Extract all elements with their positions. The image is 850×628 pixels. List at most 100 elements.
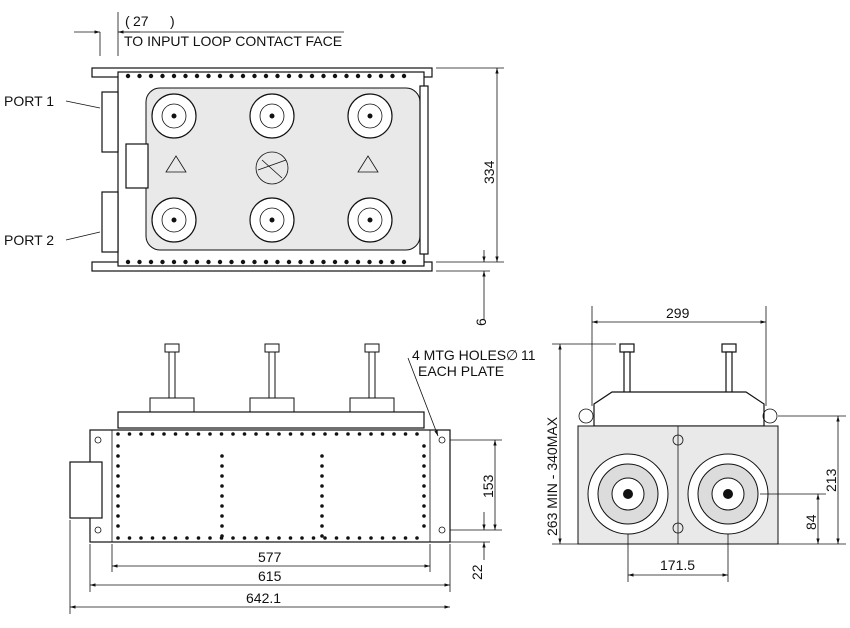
mtg-hole-bl [94, 526, 102, 534]
front-view: 4 MTG HOLES ∅ 11 EACH PLATE 153 22 577 6… [69, 343, 536, 614]
top-screw-rows [125, 73, 407, 265]
resonator-ring [161, 103, 187, 129]
front-hole [323, 432, 327, 436]
front-hole [288, 432, 293, 436]
front-hole [220, 504, 224, 508]
front-hole [392, 432, 396, 436]
front-hole [320, 454, 324, 458]
front-hole [311, 536, 316, 540]
screw-dot [206, 259, 211, 265]
right-handle [419, 85, 429, 255]
screw-dot [125, 259, 131, 265]
screw-dot [344, 259, 349, 265]
screw-dot [217, 259, 223, 265]
screw-dot [240, 73, 246, 79]
warning-triangle-left [165, 155, 187, 173]
dim-153-label: 153 [480, 474, 496, 498]
front-hole [231, 536, 235, 540]
screw-dot [275, 73, 280, 79]
front-hole [220, 524, 224, 528]
front-hole [254, 536, 258, 540]
dim-84-label: 84 [803, 514, 819, 530]
front-hole [116, 504, 120, 508]
front-hole [334, 432, 339, 436]
front-hole [277, 432, 281, 436]
resonator-group [151, 93, 393, 243]
screw-dot [298, 73, 303, 79]
screw-dot [240, 259, 246, 265]
mtg-note-line1: 4 MTG HOLES [412, 347, 506, 363]
screw-dot [378, 73, 384, 79]
resonator-center [269, 217, 275, 223]
front-hole [173, 536, 178, 540]
front-inner-body [111, 429, 431, 543]
dim-27-label: 27 [133, 13, 149, 29]
screw-dot [194, 73, 200, 79]
screw-dot [160, 259, 165, 265]
center-emblem-lines [257, 159, 287, 179]
front-hole [422, 504, 426, 508]
front-hole [323, 536, 327, 540]
front-hole [185, 536, 189, 540]
front-hole [357, 432, 362, 436]
front-body [89, 429, 451, 543]
front-hole [116, 494, 120, 498]
front-hole [422, 484, 426, 488]
front-hole [357, 536, 362, 540]
front-hole [277, 536, 281, 540]
port2-leader [65, 231, 101, 241]
front-hole [320, 504, 324, 508]
mtg-note-diameter: 11 [521, 347, 536, 363]
front-hole [422, 524, 426, 528]
screw-dot [367, 259, 372, 265]
screw-dot [321, 259, 326, 265]
front-hole [320, 494, 324, 498]
screw-dot [206, 73, 211, 79]
front-hole [116, 484, 120, 488]
resonator-ring [259, 207, 285, 233]
front-hole [242, 432, 247, 436]
front-hole [320, 474, 324, 478]
screw-dot [367, 73, 372, 79]
port1-connector [101, 91, 119, 153]
front-hole [173, 432, 178, 436]
front-hole [392, 536, 396, 540]
front-hole [422, 474, 426, 478]
dim-577-label: 577 [258, 549, 282, 565]
front-hole [320, 514, 324, 518]
post-base [349, 397, 395, 413]
screw-dot [298, 259, 303, 265]
screw-dot [401, 259, 407, 265]
screw-dot [217, 73, 223, 79]
post-cap [164, 343, 180, 353]
center-emblem [255, 151, 289, 185]
front-hole [242, 536, 247, 540]
front-hole [346, 536, 350, 540]
front-hole [320, 464, 324, 468]
dim-615-label: 615 [258, 568, 282, 584]
front-hole [415, 536, 419, 540]
post-cap [364, 343, 380, 353]
post-stem [268, 351, 276, 399]
dim-27-open-paren: ( [125, 13, 130, 29]
front-hole [403, 432, 408, 436]
screw-dot [229, 259, 234, 265]
front-hole [380, 536, 385, 540]
front-hole [220, 464, 224, 468]
resonator-center [269, 113, 275, 119]
front-hole [220, 494, 224, 498]
post-stem [368, 351, 376, 399]
front-connector [69, 461, 103, 519]
side-post-left [623, 351, 631, 397]
post-cap [264, 343, 280, 353]
port2-connector [101, 191, 119, 253]
mtg-hole-br [438, 526, 446, 534]
side-post-right [725, 351, 733, 397]
front-cover-profile [117, 411, 425, 429]
port1-label: PORT 1 [4, 93, 54, 109]
side-flange-left [587, 453, 669, 535]
label-plate [125, 143, 149, 189]
side-post-right-cap [721, 343, 737, 353]
screw-dot [355, 73, 361, 79]
